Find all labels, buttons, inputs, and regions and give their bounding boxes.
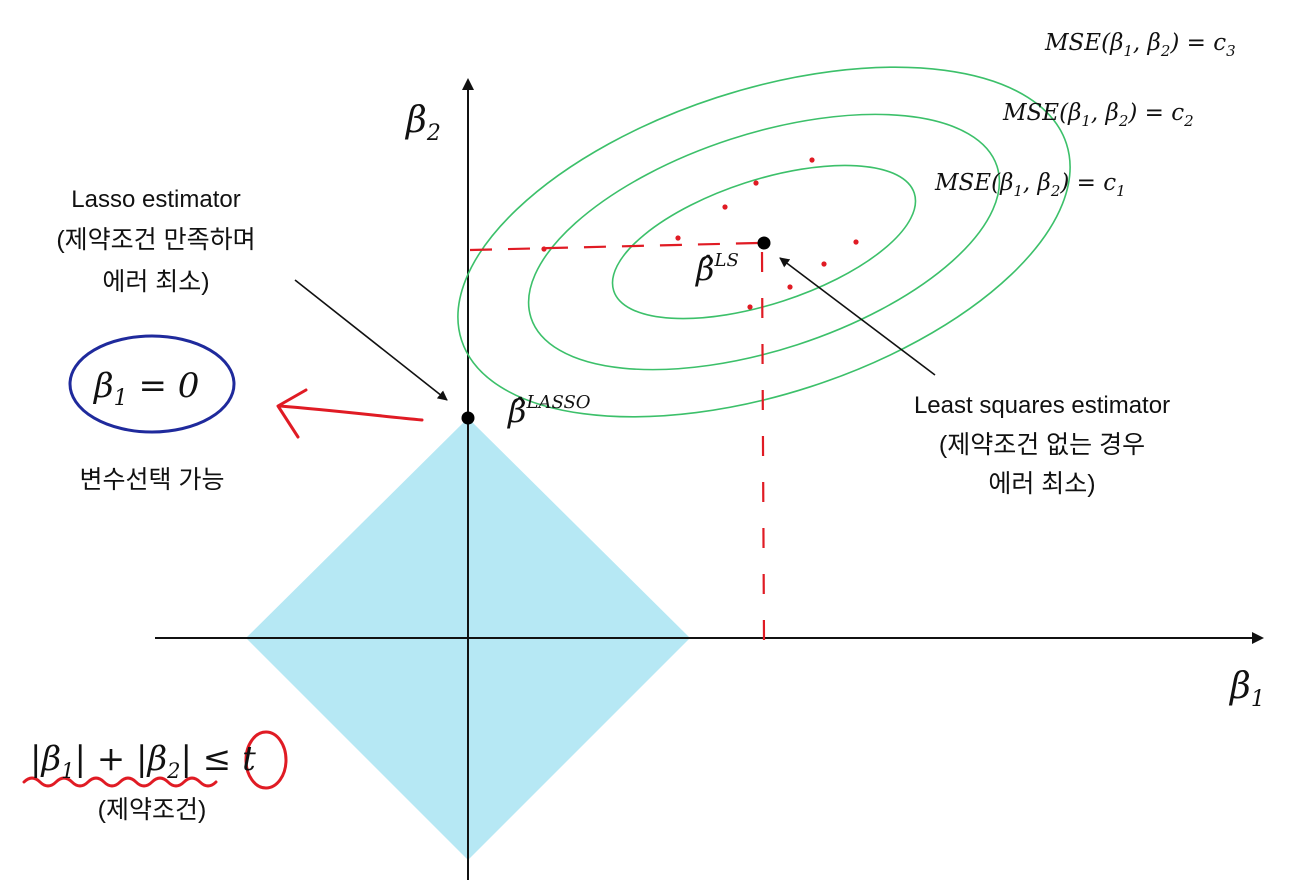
ls-vertical-projection xyxy=(760,251,766,641)
lasso-desc-line1: (제약조건 만족하며 xyxy=(56,226,255,254)
t-circle xyxy=(244,730,288,790)
ls-desc-line1: (제약조건 없는 경우 xyxy=(939,431,1145,459)
contour-c3 xyxy=(457,66,1071,418)
selection-arrowhead xyxy=(276,388,308,439)
constraint-formula: |β1| + |β2| ≤ t xyxy=(30,739,256,783)
ls-point-label: β̂LS xyxy=(695,250,739,288)
selection-arrow xyxy=(278,404,424,422)
constraint-underline xyxy=(22,776,218,788)
ls-desc-line2: 에러 최소) xyxy=(988,470,1095,498)
ls-arrow xyxy=(779,257,936,376)
selection-ellipse xyxy=(68,334,236,434)
ls-horizontal-projection xyxy=(469,241,759,252)
lasso-desc-line2: 에러 최소) xyxy=(102,268,209,296)
contour-c1 xyxy=(611,164,917,320)
lasso-title: Lasso estimator xyxy=(71,186,240,213)
ls-title: Least squares estimator xyxy=(914,392,1170,419)
x-axis-label: β1 xyxy=(1228,666,1265,712)
intersection-marks xyxy=(541,157,859,310)
contour-label-c2: MSE(β1, β2) = c2 xyxy=(1002,100,1194,130)
contour-c2 xyxy=(527,113,1001,371)
lasso-point-label: β̂LASSO xyxy=(507,392,591,430)
lasso-arrow xyxy=(294,279,448,401)
y-axis-label: β2 xyxy=(404,100,441,146)
selection-caption: 변수선택 가능 xyxy=(80,466,225,494)
ls-estimate-point xyxy=(757,236,771,250)
contour-label-c1: MSE(β1, β2) = c1 xyxy=(934,170,1126,200)
selection-equation: β1 = 0 xyxy=(92,366,199,411)
lasso-estimate-point xyxy=(461,411,475,425)
constraint-caption: (제약조건) xyxy=(98,796,207,824)
contour-label-c3: MSE(β1, β2) = c3 xyxy=(1044,30,1236,60)
